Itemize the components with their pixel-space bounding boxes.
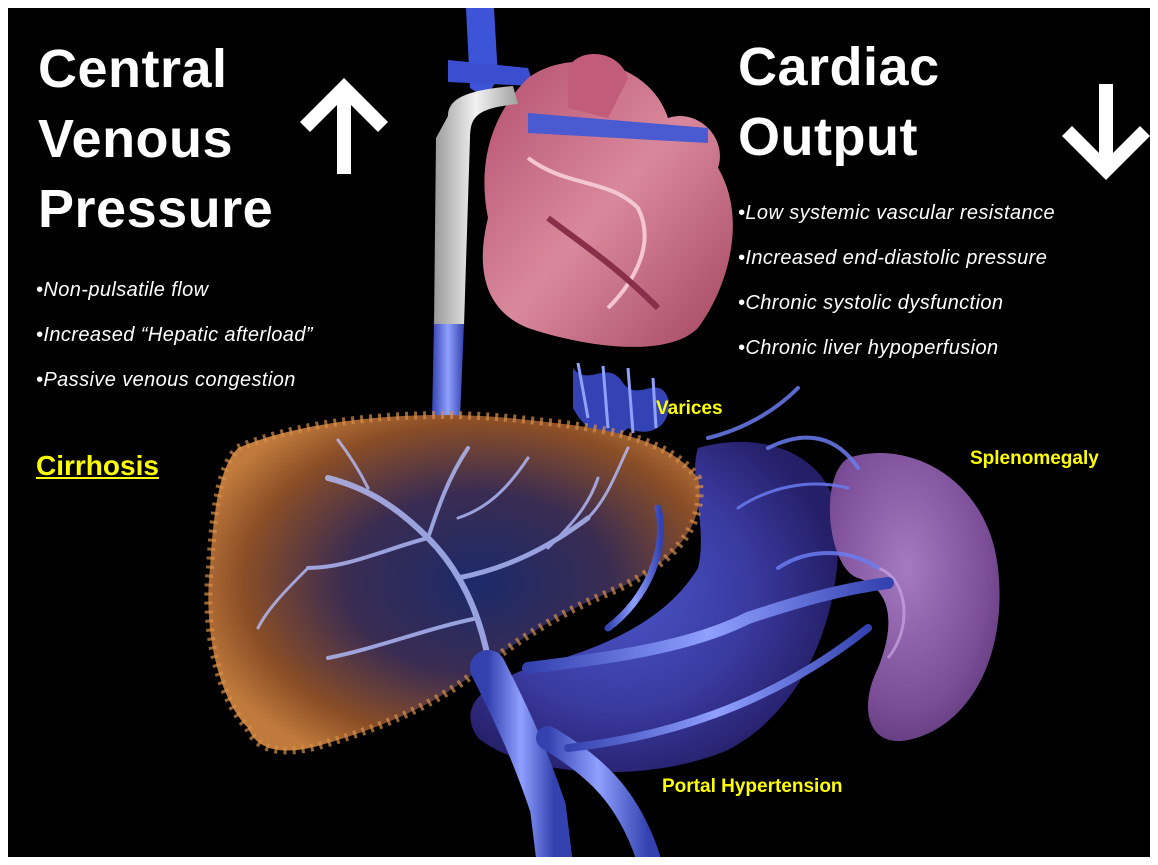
portal-hypertension-label: Portal Hypertension [662,776,843,798]
bullet-item: •Low systemic vascular resistance [738,191,1055,236]
spleen [830,453,1000,741]
hepatic-vein [432,324,464,418]
bullet-item: •Chronic systolic dysfunction [738,281,1055,326]
title-line: Central [38,34,273,104]
varices-label: Varices [656,398,723,420]
title-line: Cardiac [738,32,940,102]
bullet-item: •Chronic liver hypoperfusion [738,326,1055,371]
central-venous-pressure-title: Central Venous Pressure [38,34,273,244]
splenomegaly-label: Splenomegaly [970,448,1099,470]
title-line: Pressure [38,174,273,244]
cvp-bullet-list: •Non-pulsatile flow •Increased “Hepatic … [36,268,313,403]
cirrhosis-label: Cirrhosis [36,450,159,482]
bullet-item: •Non-pulsatile flow [36,268,313,313]
up-arrow-icon [296,74,392,178]
cardiac-output-bullet-list: •Low systemic vascular resistance •Incre… [738,191,1055,371]
bullet-item: •Increased end-diastolic pressure [738,236,1055,281]
vena-cava [466,8,498,98]
cardiac-output-title: Cardiac Output [738,32,940,172]
down-arrow-icon [1058,80,1150,184]
bullet-item: •Passive venous congestion [36,358,313,403]
bullet-item: •Increased “Hepatic afterload” [36,313,313,358]
title-line: Venous [38,104,273,174]
slide: Central Venous Pressure Cardiac Output •… [8,8,1150,857]
title-line: Output [738,102,940,172]
